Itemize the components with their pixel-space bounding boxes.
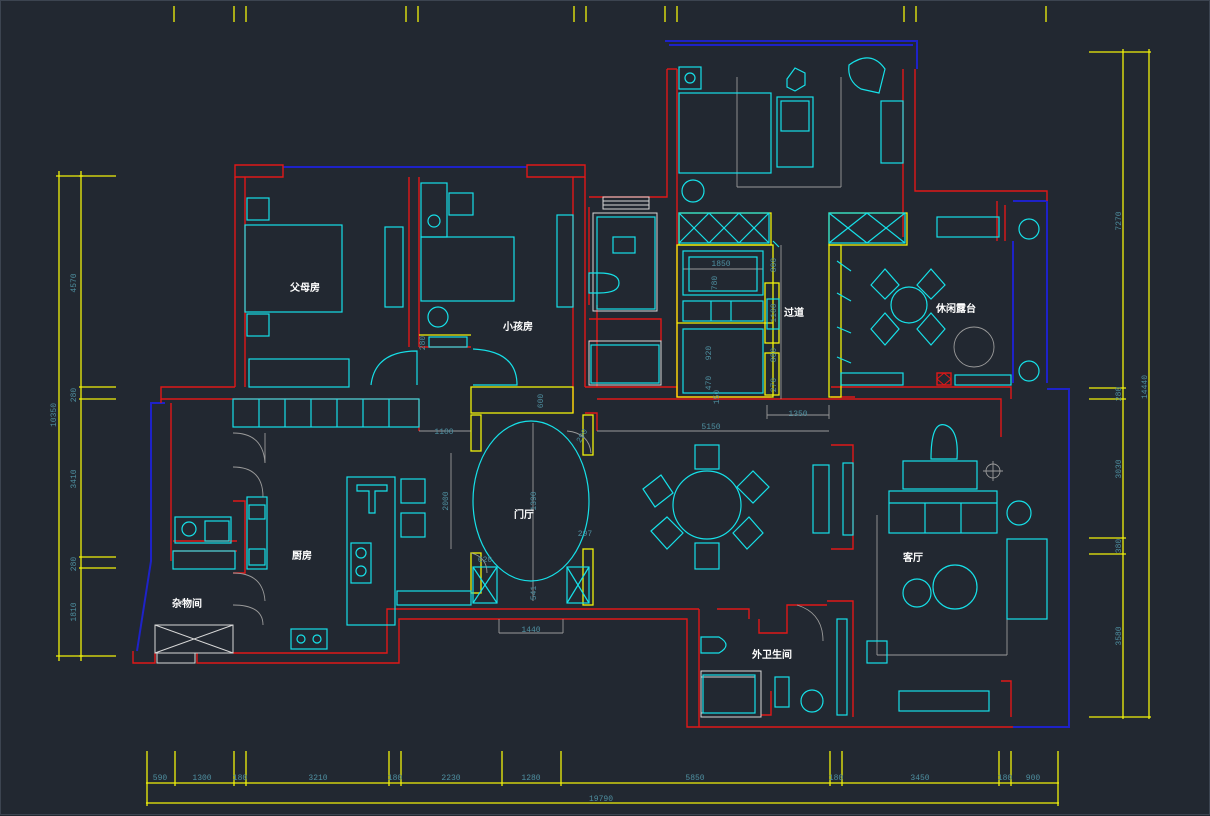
master-bed <box>678 92 772 174</box>
dim-800a: 800 <box>770 258 779 273</box>
dim-bottom-total: 19790 <box>589 795 613 804</box>
dim-bottom-11: 180 <box>998 774 1013 783</box>
room-label-kids: 小孩房 <box>502 320 533 333</box>
left-dimension-chain: 4570 280 3410 280 1810 10350 <box>50 171 116 661</box>
crosshair-icon <box>983 461 1003 481</box>
dim-bottom-5: 180 <box>388 774 403 783</box>
dim-1350: 1350 <box>788 410 807 419</box>
bottom-dimension-chain: 590 1300 180 3210 180 2230 1280 5850 180… <box>146 751 1059 806</box>
windows <box>136 40 1070 728</box>
dim-bottom-3: 180 <box>233 774 248 783</box>
room-label-terrace: 休闲露台 <box>935 302 976 315</box>
dim-280: 280 <box>419 336 428 351</box>
door-swings <box>232 430 824 642</box>
dim-600: 600 <box>537 394 546 409</box>
dim-left-3: 3410 <box>70 469 79 488</box>
room-label-parents: 父母房 <box>289 281 320 294</box>
dim-bottom-2: 1300 <box>192 774 211 783</box>
dim-2000: 2000 <box>442 491 451 510</box>
room-label-living: 客厅 <box>902 551 923 564</box>
room-label-guest-bath: 外卫生间 <box>751 648 792 661</box>
parents-bed <box>244 224 343 313</box>
entry-round-table <box>472 420 590 582</box>
cabinetry-outlines <box>419 212 908 606</box>
dining-table <box>672 470 742 540</box>
dim-bottom-6: 2230 <box>441 774 460 783</box>
dim-bottom-1: 590 <box>153 774 168 783</box>
dim-bottom-10: 3450 <box>910 774 929 783</box>
dim-470: 470 <box>705 376 714 391</box>
dim-800b: 800 <box>770 348 779 363</box>
room-label-storage: 杂物间 <box>172 597 202 610</box>
dim-right-3: 3030 <box>1115 459 1124 478</box>
dim-1440: 1440 <box>521 626 540 635</box>
dim-5150: 5150 <box>701 423 720 432</box>
room-label-kitchen: 厨房 <box>292 549 312 562</box>
dim-541: 541 <box>530 586 539 601</box>
dim-left-total: 10350 <box>50 403 59 427</box>
room-labels: 父母房 小孩房 过道 休闲露台 门厅 厨房 客厅 杂物间 外卫生间 <box>172 281 976 661</box>
dim-right-5: 3580 <box>1115 626 1124 645</box>
dim-left-4: 280 <box>70 557 79 572</box>
dim-bottom-12: 900 <box>1026 774 1041 783</box>
dim-270: 270 <box>770 378 779 393</box>
dim-right-total: 14440 <box>1141 375 1150 399</box>
furniture <box>172 57 1048 716</box>
dim-920: 920 <box>705 346 714 361</box>
right-dimension-chain: 7270 280 3030 380 3580 14440 <box>1089 49 1151 719</box>
fixture-details <box>154 196 762 718</box>
dim-bottom-4: 3210 <box>308 774 327 783</box>
dim-bottom-8: 5850 <box>685 774 704 783</box>
dim-bottom-9: 180 <box>829 774 844 783</box>
dim-right-4: 380 <box>1115 539 1124 554</box>
dim-297: 297 <box>578 530 593 539</box>
dim-1390: 1390 <box>530 491 539 510</box>
walls <box>132 68 1048 728</box>
reference-lines <box>419 77 1008 656</box>
dim-left-2: 280 <box>70 388 79 403</box>
dim-right-1: 7270 <box>1115 211 1124 230</box>
dim-780: 780 <box>711 276 720 291</box>
top-edge-ticks <box>173 6 1047 22</box>
sofa <box>888 490 998 534</box>
dim-1850: 1850 <box>711 260 730 269</box>
room-label-entrance: 门厅 <box>514 508 534 521</box>
interior-dimensions: 1100 600 5150 2000 1390 1440 541 620 297… <box>419 258 808 635</box>
room-label-corridor: 过道 <box>784 306 804 319</box>
dim-left-1: 4570 <box>70 273 79 292</box>
dim-right-2: 280 <box>1115 387 1124 402</box>
dim-150: 150 <box>713 390 722 405</box>
dim-1100: 1100 <box>434 428 453 437</box>
dim-620: 620 <box>478 556 493 565</box>
dim-bottom-7: 1280 <box>521 774 540 783</box>
dim-1100b: 1100 <box>770 303 779 322</box>
kids-bed <box>420 236 515 302</box>
terrace-socket-icon <box>936 372 952 386</box>
dim-left-5: 1810 <box>70 602 79 621</box>
